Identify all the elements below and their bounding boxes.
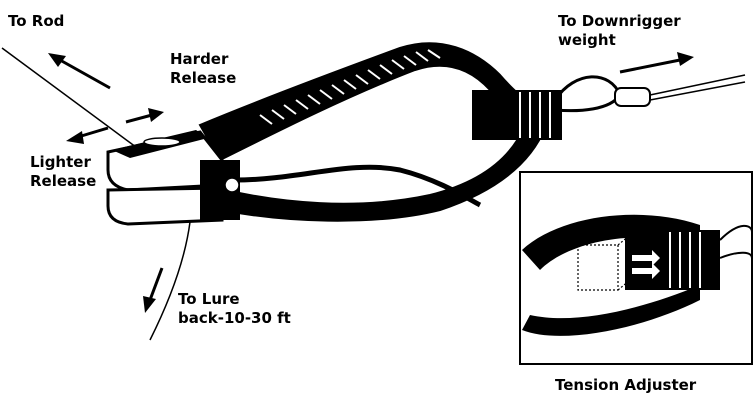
label-to-downrigger: To Downrigger weight [558, 12, 681, 49]
label-tension-adjuster: Tension Adjuster [555, 376, 697, 394]
arrow-to-downrigger-icon [619, 52, 694, 74]
label-lighter-release: Lighter Release [30, 153, 97, 190]
arrow-harder-release-icon [125, 108, 164, 124]
label-to-rod: To Rod [8, 12, 65, 30]
line-to-downrigger-2 [649, 81, 746, 101]
label-harder-release: Harder Release [170, 50, 237, 87]
label-to-lure: To Lure back-10-30 ft [178, 290, 291, 327]
line-to-downrigger [649, 74, 746, 96]
grip-ribs [259, 49, 441, 125]
arrow-to-rod-icon [48, 53, 111, 90]
tension-adjuster-inset [519, 171, 753, 365]
clip-inner-cable [234, 164, 482, 208]
line-to-lure [149, 221, 191, 341]
arrow-lighter-release-icon [66, 126, 109, 144]
downrigger-loop [553, 75, 622, 113]
tension-adjuster-main [472, 90, 562, 140]
line-to-rod [1, 47, 141, 151]
arrow-to-lure-icon [143, 267, 164, 313]
clip-jaw [106, 130, 240, 226]
downrigger-sleeve [614, 87, 651, 107]
